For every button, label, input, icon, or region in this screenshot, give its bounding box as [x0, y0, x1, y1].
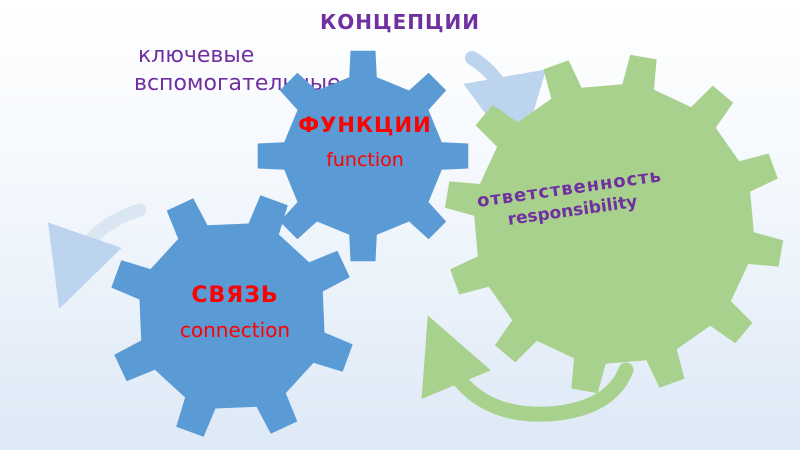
curved-arrow-icon	[421, 315, 634, 422]
gear-connection-label-en: connection	[179, 318, 291, 342]
curved-arrow-icon	[463, 51, 547, 160]
gear-responsibility	[444, 54, 784, 394]
gear-function-label-ru: ФУНКЦИИ	[298, 113, 432, 137]
gear-connection	[111, 195, 353, 437]
gear-connection-label-ru: СВЯЗЬ	[191, 283, 279, 308]
gear-connection-label: СВЯЗЬ connection	[150, 283, 320, 343]
gear-function-label: ФУНКЦИИ function	[290, 112, 440, 172]
curved-arrow-icon	[47, 203, 147, 309]
gear-function-label-en: function	[326, 149, 404, 171]
page-title: КОНЦЕПЦИИ	[319, 10, 481, 34]
subtitle-line-1: ключевые	[138, 43, 255, 68]
gear-function	[257, 50, 469, 262]
